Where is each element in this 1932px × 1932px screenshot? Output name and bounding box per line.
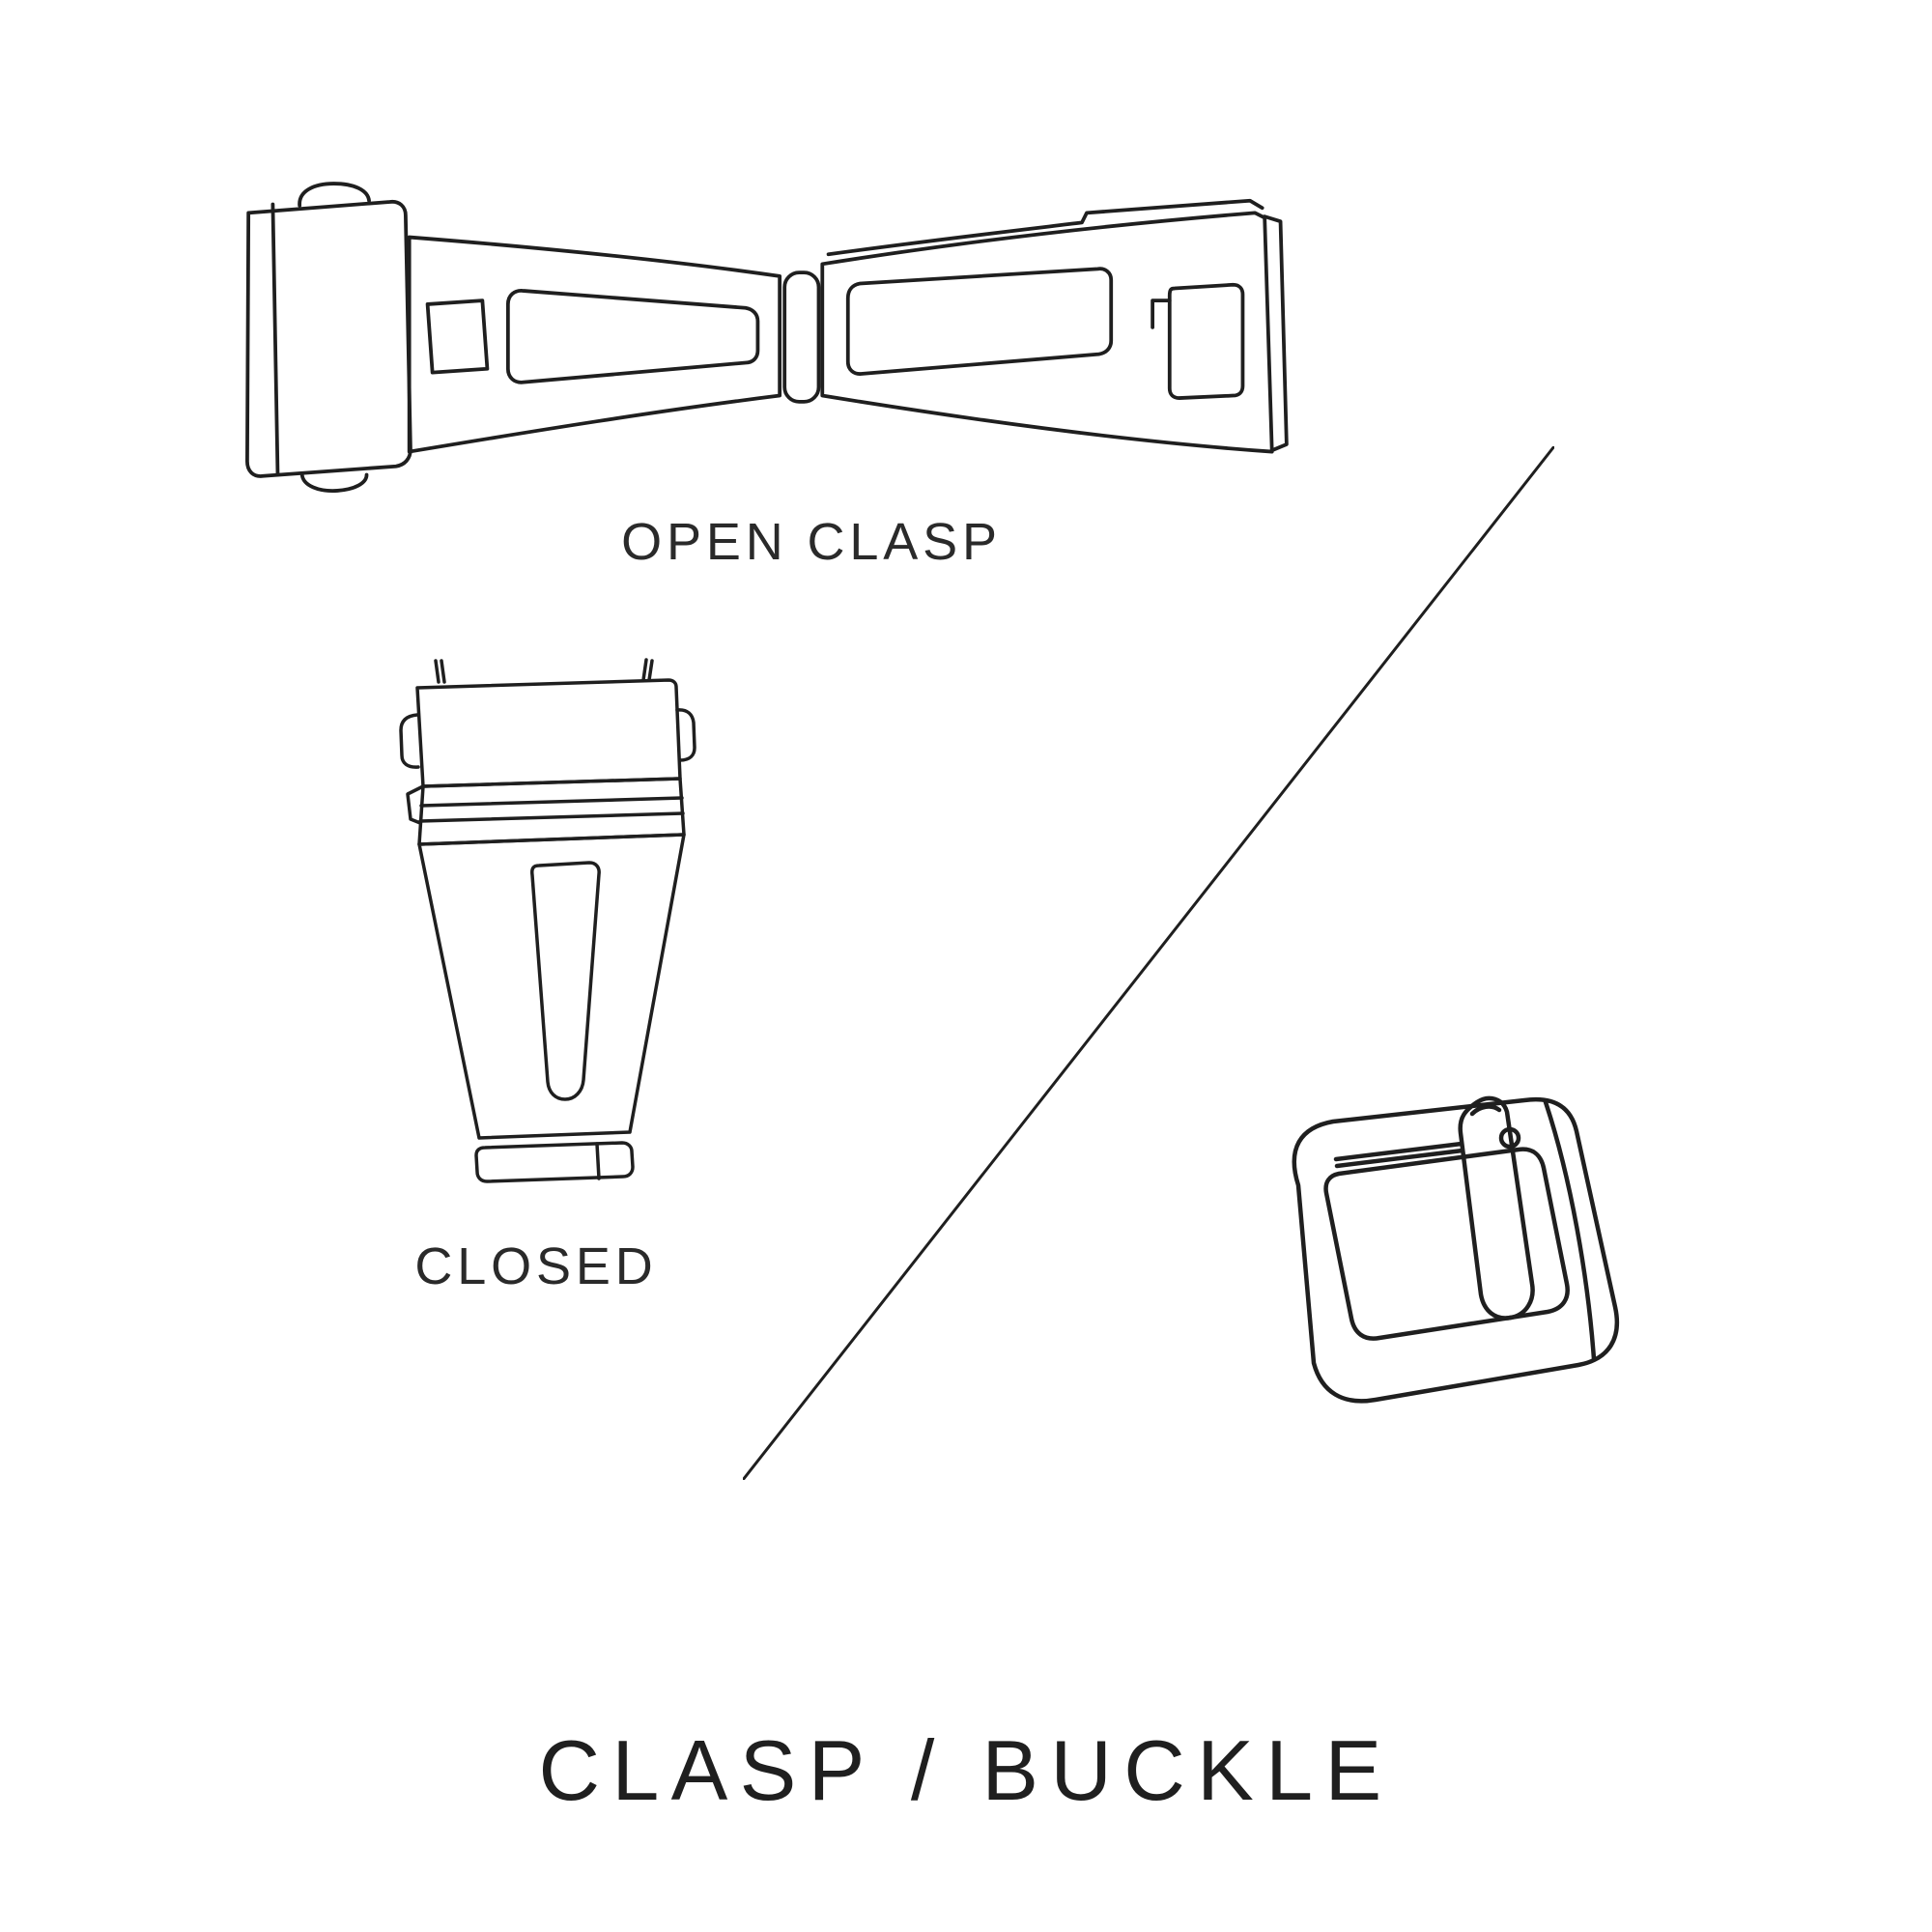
closed-clasp-illustration [384, 657, 703, 1198]
open-clasp-label: OPEN CLASP [621, 513, 1002, 571]
open-clasp-illustration [229, 179, 1301, 496]
closed-clasp-label: CLOSED [414, 1237, 658, 1295]
page-title: CLASP / BUCKLE [538, 1722, 1394, 1818]
tang-buckle-illustration [1238, 1087, 1644, 1415]
divider-line [741, 444, 1556, 1482]
